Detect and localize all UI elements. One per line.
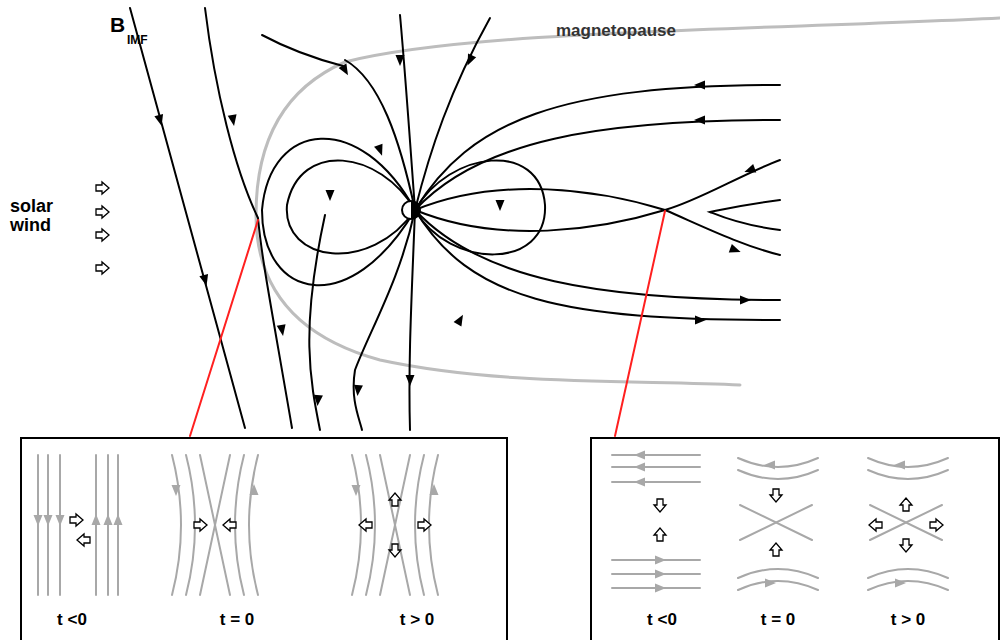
arrow-head bbox=[454, 313, 467, 327]
arrow-head bbox=[96, 229, 109, 241]
arrow-head bbox=[277, 324, 288, 336]
arrow-head bbox=[900, 539, 912, 552]
arrow-head bbox=[199, 274, 211, 287]
arrow-head bbox=[104, 514, 113, 525]
arrow-head bbox=[694, 81, 705, 90]
inset-panel: t <0 t = 0 t > 0 bbox=[20, 437, 508, 640]
arrow-head bbox=[655, 570, 666, 579]
magnetopause-curve bbox=[256, 18, 1000, 385]
arrow-head bbox=[172, 485, 181, 496]
arrow-head bbox=[228, 114, 239, 126]
arrow-head bbox=[114, 514, 123, 525]
arrow-head bbox=[654, 499, 666, 512]
arrow-head bbox=[869, 519, 882, 531]
arrow-head bbox=[406, 375, 415, 386]
time-label: t > 0 bbox=[400, 610, 435, 630]
time-label: t = 0 bbox=[220, 610, 255, 630]
arrow-head bbox=[764, 461, 775, 470]
arrow-head bbox=[339, 63, 352, 77]
arrow-head bbox=[634, 451, 645, 460]
time-label: t <0 bbox=[647, 610, 677, 630]
arrow-head bbox=[96, 262, 109, 274]
arrow-head bbox=[44, 515, 53, 526]
arrow-head bbox=[634, 478, 645, 487]
arrow-head bbox=[463, 54, 476, 68]
arrow-head bbox=[765, 579, 776, 588]
time-label: t > 0 bbox=[891, 610, 926, 630]
arrow-head bbox=[194, 519, 207, 531]
arrow-head bbox=[396, 55, 405, 66]
arrow-head bbox=[34, 515, 43, 526]
arrow-head bbox=[352, 485, 361, 496]
arrow-head bbox=[729, 244, 742, 256]
arrow-head bbox=[743, 164, 756, 176]
time-label: t = 0 bbox=[761, 610, 796, 630]
arrow-head bbox=[655, 584, 666, 593]
arrow-head bbox=[70, 514, 83, 526]
arrow-head bbox=[359, 519, 372, 531]
arrow-head bbox=[250, 484, 259, 495]
boundary-label: magnetopause bbox=[556, 22, 676, 40]
arrow-head bbox=[895, 579, 906, 588]
arrow-head bbox=[92, 514, 101, 525]
arrow-head bbox=[154, 114, 166, 127]
time-label: t <0 bbox=[57, 610, 87, 630]
arrow-head bbox=[56, 515, 65, 526]
arrow-head bbox=[389, 493, 401, 506]
arrow-head bbox=[894, 461, 905, 470]
inset-left-lines bbox=[38, 455, 438, 595]
flow-label: solar wind bbox=[10, 197, 72, 235]
arrow-head bbox=[655, 556, 666, 565]
arrow-head bbox=[418, 519, 431, 531]
inset-right-lines bbox=[612, 455, 948, 590]
arrow-head bbox=[389, 544, 401, 557]
inset-panel: t <0 t = 0 t > 0 bbox=[590, 437, 1000, 640]
arrow-head bbox=[313, 395, 323, 407]
arrow-head bbox=[654, 528, 666, 541]
arrow-head bbox=[223, 519, 236, 531]
arrow-head bbox=[694, 116, 705, 125]
arrow-head bbox=[930, 519, 943, 531]
arrow-head bbox=[770, 489, 782, 502]
arrow-head bbox=[740, 296, 751, 305]
arrow-head bbox=[374, 144, 386, 157]
arrow-head bbox=[695, 316, 706, 325]
arrow-head bbox=[430, 484, 439, 495]
arrow-head bbox=[634, 463, 645, 472]
arrow-head bbox=[326, 190, 335, 201]
field-subscript: IMF bbox=[127, 34, 148, 47]
field-symbol: B bbox=[110, 14, 125, 36]
arrow-head bbox=[77, 534, 90, 546]
arrow-head bbox=[96, 206, 109, 218]
arrow-head bbox=[900, 498, 912, 511]
field-lines bbox=[130, 8, 780, 430]
arrow-head bbox=[770, 543, 782, 556]
arrow-head bbox=[496, 200, 505, 211]
arrow-head bbox=[96, 182, 109, 194]
arrow-head bbox=[353, 385, 363, 397]
